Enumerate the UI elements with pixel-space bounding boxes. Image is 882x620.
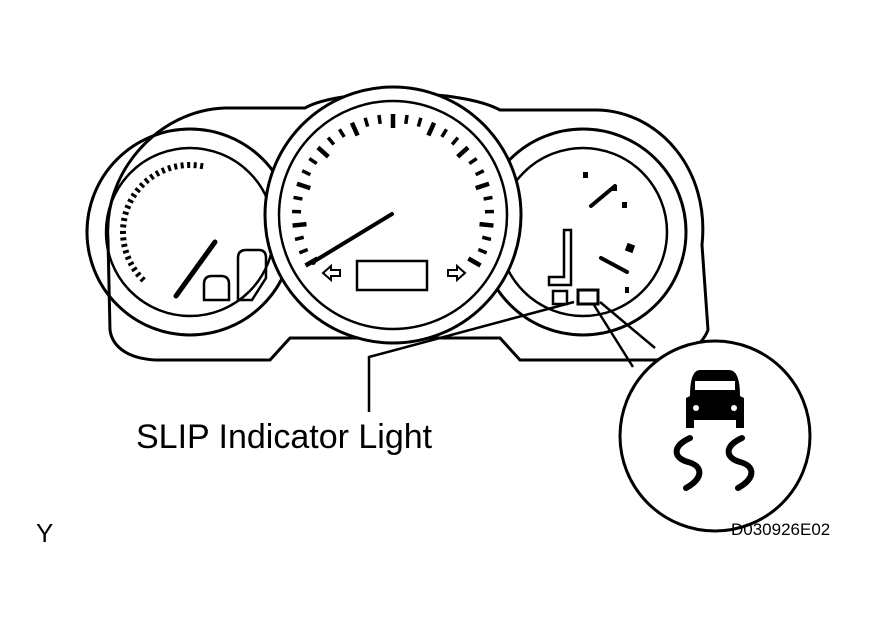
gauge-tick (160, 167, 166, 174)
gauge-tick (474, 169, 485, 177)
gauge-tick (120, 224, 127, 228)
speedometer-needle (311, 212, 394, 264)
gauge-tick (404, 114, 409, 125)
gauge-tick (426, 121, 437, 137)
magnified-slip-icon (618, 339, 812, 533)
gauge-tick (124, 204, 132, 210)
gauge-tick (130, 192, 138, 199)
gauge-tick (143, 177, 150, 185)
gauge-tick (121, 243, 128, 248)
gauge-tick (173, 163, 178, 170)
gauge-tick (292, 221, 307, 228)
gauge-tick (326, 136, 336, 146)
gauge-tick (440, 128, 449, 138)
left-turn-arrow-icon (321, 263, 341, 283)
tachometer-needle (173, 239, 218, 299)
gauge-tick (293, 195, 303, 201)
gauge-tick (456, 145, 470, 159)
figure-code: D030926E02 (731, 520, 831, 539)
gauge-tick (363, 117, 370, 128)
zoom-line-lower (599, 301, 656, 349)
speedometer-gauge (263, 85, 523, 345)
indicator-lamp (551, 289, 569, 306)
callout-leader-line (367, 300, 575, 412)
gauge-tick (298, 247, 309, 255)
gauge-tick (377, 114, 382, 125)
center-display (355, 259, 429, 292)
corner-mark: Y (36, 518, 54, 548)
skid-car-icon (673, 370, 755, 491)
zoom-line-upper (592, 304, 635, 368)
gauge-tick (131, 266, 138, 273)
gauge-tick (481, 235, 492, 242)
gauge-tick (120, 237, 127, 241)
temperature-bar-window (547, 228, 573, 287)
gauge-tick (477, 247, 488, 255)
gauge-tick (337, 128, 346, 138)
gauge-tick (450, 136, 460, 146)
gauge-tick (475, 181, 490, 191)
gauge-tick (122, 249, 130, 255)
right-turn-arrow-icon (447, 263, 467, 283)
upper-gauge-needle (589, 184, 617, 208)
gauge-tick (468, 157, 478, 166)
gauge-tick (301, 169, 312, 177)
gauge-tick (149, 173, 155, 181)
gauge-tick (120, 217, 128, 222)
tachometer-gauge (85, 127, 295, 337)
gauge-tick (154, 170, 161, 177)
gauge-tick (127, 260, 135, 267)
gauge-tick (167, 164, 172, 172)
odometer-window (236, 248, 268, 302)
gauge-tick (294, 235, 305, 242)
fuel-tick (583, 172, 588, 178)
gauge-tick (467, 256, 482, 268)
gauge-tick (296, 181, 311, 191)
gauge-tick (308, 157, 318, 166)
slip-indicator-lamp (576, 288, 600, 306)
gauge-tick (138, 182, 146, 189)
gauge-tick (483, 195, 493, 201)
gauge-tick (134, 187, 141, 194)
gauge-tick (349, 121, 360, 137)
gauge-tick (199, 162, 204, 170)
gauge-tick (479, 221, 494, 228)
gauge-tick (122, 210, 130, 216)
gauge-tick (127, 198, 134, 204)
gauge-tick (180, 162, 184, 169)
gauge-tick (134, 271, 142, 278)
fuel-indicator-window (202, 274, 231, 302)
gauge-tick (416, 117, 423, 128)
gauge-tick (139, 276, 146, 283)
gauge-tick (316, 145, 330, 159)
slip-indicator-label: SLIP Indicator Light (136, 418, 433, 456)
lower-gauge-needle (599, 256, 629, 274)
gauge-tick (124, 255, 132, 261)
